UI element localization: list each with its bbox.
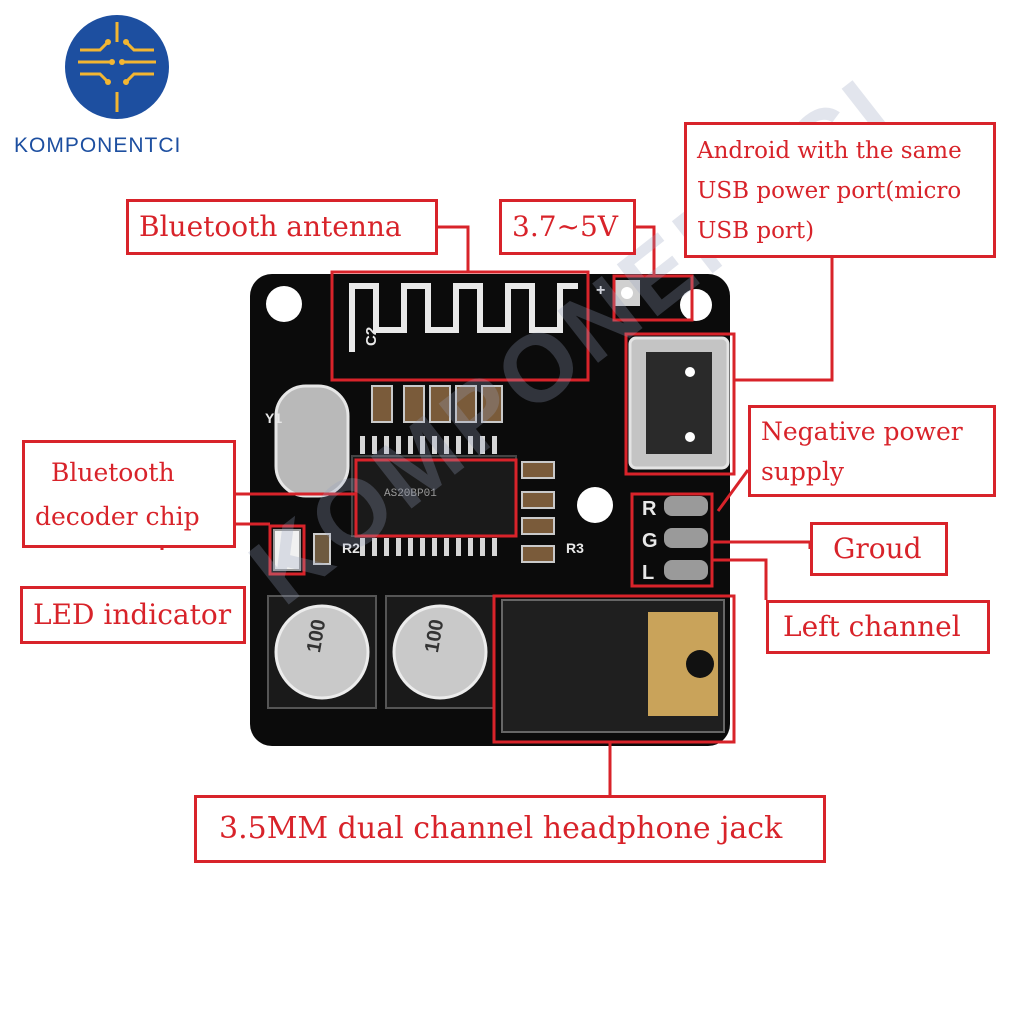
callout-text-line1: Negative power — [761, 417, 963, 446]
callout-text: Left channel — [783, 610, 961, 643]
callout-text-line3: USB port) — [697, 218, 815, 244]
micro-usb-port — [628, 336, 730, 470]
capacitor-right-label: 100 — [420, 617, 449, 655]
callout-text: Bluetooth antenna — [139, 210, 402, 243]
silkscreen-plus: + — [596, 282, 606, 299]
callout-text-line2: supply — [761, 457, 845, 486]
headphone-jack — [501, 599, 725, 733]
callout-text-line2: USB power port(micro — [697, 178, 962, 204]
callout-text: 3.5MM dual channel headphone jack — [219, 811, 783, 846]
callout-text: LED indicator — [33, 598, 232, 631]
callout-bluetooth-antenna: Bluetooth antenna — [126, 199, 438, 255]
globe-logo-icon — [65, 15, 169, 119]
callout-negative-power: Negative power supply — [748, 405, 996, 497]
silkscreen-l: L — [642, 562, 655, 584]
callout-text-line2: decoder chip — [35, 502, 200, 531]
callout-text-line1: Android with the same — [697, 138, 962, 164]
capacitor-left-label: 100 — [302, 617, 331, 655]
callout-text: 3.7~5V — [512, 210, 619, 243]
silkscreen-y1: Y1 — [265, 410, 283, 426]
silkscreen-r3: R3 — [566, 540, 584, 556]
callout-ground: Groud — [810, 522, 948, 576]
silkscreen-r2: R2 — [342, 540, 360, 556]
led-component — [273, 529, 301, 571]
callout-text: Groud — [833, 532, 922, 565]
antenna-trace — [349, 283, 578, 352]
silkscreen-c2: C2 — [363, 326, 380, 346]
chip-marking: AS20BP01 — [384, 488, 437, 500]
crystal-oscillator — [274, 384, 350, 498]
capacitor-left — [267, 595, 377, 709]
brand-name: KOMPONENTCI — [14, 134, 182, 157]
decoder-chip — [351, 436, 517, 556]
silkscreen-r: R — [642, 498, 657, 520]
callout-voltage: 3.7~5V — [499, 199, 636, 255]
callout-left-channel: Left channel — [766, 600, 990, 654]
capacitor-right — [385, 595, 495, 709]
callout-headphone-jack: 3.5MM dual channel headphone jack — [194, 795, 826, 863]
callout-led-indicator: LED indicator — [20, 586, 246, 644]
callout-decoder-chip: Bluetooth decoder chip — [22, 440, 236, 548]
callout-text-line1: Bluetooth — [51, 458, 175, 487]
pcb-board — [250, 274, 730, 746]
silkscreen-g: G — [642, 530, 658, 552]
callout-usb-port: Android with the same USB power port(mic… — [684, 122, 996, 258]
